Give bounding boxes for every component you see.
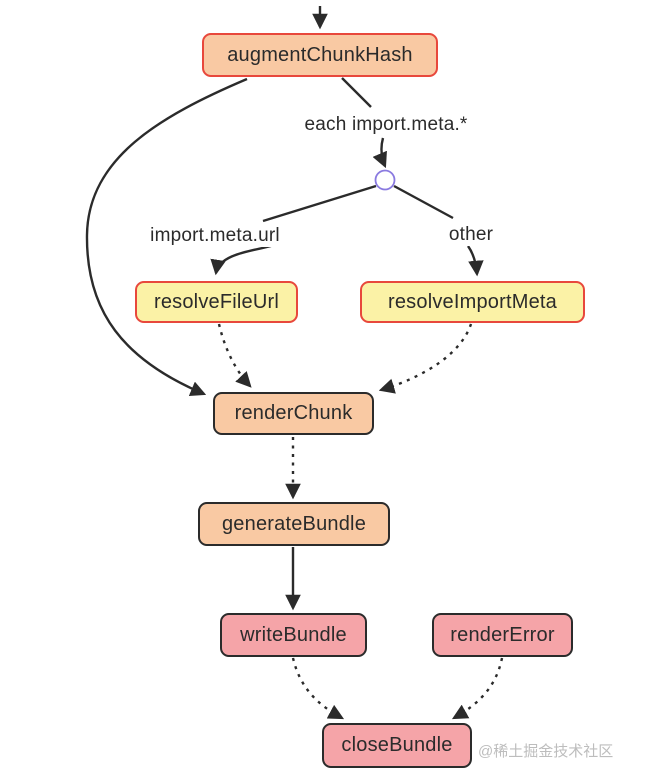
node-augmentChunkHash: augmentChunkHash (202, 33, 438, 77)
edge-otherLabel-to-resolveImportMeta (467, 245, 484, 277)
edge-urlLabel-to-resolveFileUrl (210, 244, 272, 276)
edge-label-to-junction (372, 137, 387, 169)
edge-augmentChunkHash-to-label (341, 77, 372, 108)
node-resolveFileUrl: resolveFileUrl (135, 281, 298, 323)
node-renderError: renderError (432, 613, 573, 657)
edge-augmentChunkHash-to-renderChunk (85, 77, 248, 396)
edge-junction-to-right-label (393, 184, 454, 220)
edge-resolveFileUrl-to-renderChunk (217, 323, 252, 388)
edge-junction-to-left-label (262, 184, 377, 223)
watermark-text: @稀土掘金技术社区 (478, 743, 614, 760)
node-generateBundle: generateBundle (198, 502, 390, 546)
edge-renderError-to-closeBundle (451, 657, 504, 720)
junction-circle (374, 169, 396, 191)
edge-writeBundle-to-closeBundle (291, 657, 345, 720)
node-writeBundle: writeBundle (220, 613, 367, 657)
node-closeBundle: closeBundle (322, 723, 472, 768)
node-renderChunk: renderChunk (213, 392, 374, 435)
edge-label-each-import-meta: each import.meta.* (302, 114, 470, 136)
node-resolveImportMeta: resolveImportMeta (360, 281, 585, 323)
edge-label-import-meta-url: import.meta.url (148, 225, 282, 247)
edge-label-other: other (446, 224, 496, 246)
edge-resolveImportMeta-to-renderChunk (378, 323, 473, 394)
